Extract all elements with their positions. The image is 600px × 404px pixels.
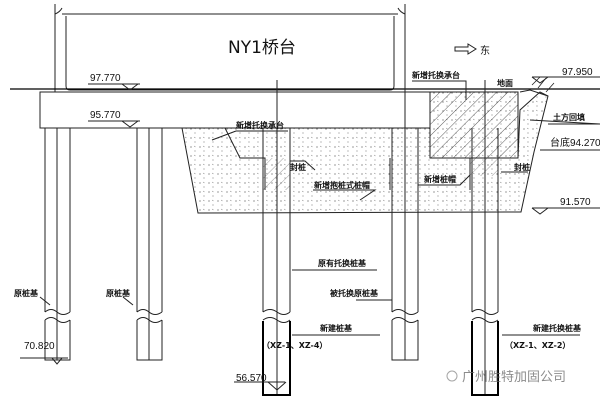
wechat-icon xyxy=(446,370,458,382)
elevation-deck-top: 97.770 xyxy=(90,73,121,84)
label-backfill: 土方回填 xyxy=(553,112,585,122)
new-cap-concrete xyxy=(181,76,555,214)
elevation-new-cap-bottom: 91.570 xyxy=(560,197,591,208)
abutment: NY1桥台 xyxy=(54,4,406,92)
original-pile-1 xyxy=(44,128,71,361)
label-existing-underpin-pile: 原有托换桩基 xyxy=(318,258,367,268)
piles xyxy=(44,80,499,396)
label-new-pile-cap: 新增桩帽 xyxy=(424,174,456,184)
direction-label: 东 xyxy=(480,44,490,57)
label-seal-pile-left: 封桩 xyxy=(290,162,306,172)
elevation-cap-bottom: 95.770 xyxy=(90,110,121,121)
watermark: 广州胜特加固公司 xyxy=(446,370,566,385)
elevation-pile-tip-original: 70.820 xyxy=(24,341,55,352)
new-underpin-pile xyxy=(471,80,499,396)
label-new-cap-right: 新增托换承台 xyxy=(412,70,460,80)
label-new-cap-left: 新增托换承台 xyxy=(236,120,284,130)
label-underpinned-original-pile: 被托换原桩基 xyxy=(330,288,379,298)
elevation-cap-base: 台底94.270 xyxy=(550,136,600,149)
label-new-underpin-pile-codes: （XZ-1、XZ-2） xyxy=(505,340,570,350)
label-new-hugging-pile-cap: 新增抱桩式桩帽 xyxy=(314,180,370,190)
original-pile-2 xyxy=(136,128,163,361)
label-original-pile-1: 原桩基 xyxy=(14,288,39,298)
underpinned-original-pile xyxy=(391,80,419,361)
east-arrow-icon xyxy=(454,43,477,55)
abutment-title: NY1桥台 xyxy=(228,38,296,58)
elevation-ground: 97.950 xyxy=(562,67,593,78)
label-new-pile-codes: （XZ-1、XZ-4） xyxy=(262,340,327,350)
elevation-pile-tip-new: 56.570 xyxy=(236,373,267,384)
label-new-underpin-pile: 新建托换桩基 xyxy=(533,323,582,333)
label-new-pile: 新建桩基 xyxy=(320,323,353,333)
watermark-text: 广州胜特加固公司 xyxy=(462,370,566,385)
elevation-marks: 97.770 95.770 97.950 台底94.270 91.570 70.… xyxy=(20,67,600,391)
annotation-labels: 新增托换承台 地面 土方回填 新增托换承台 封桩 新增抱桩式桩帽 新增桩帽 封桩… xyxy=(14,70,585,350)
label-seal-pile-right: 封桩 xyxy=(514,162,530,172)
label-ground-surface: 地面 xyxy=(497,78,513,88)
existing-underpin-pile xyxy=(262,80,291,396)
label-original-pile-2: 原桩基 xyxy=(106,288,131,298)
